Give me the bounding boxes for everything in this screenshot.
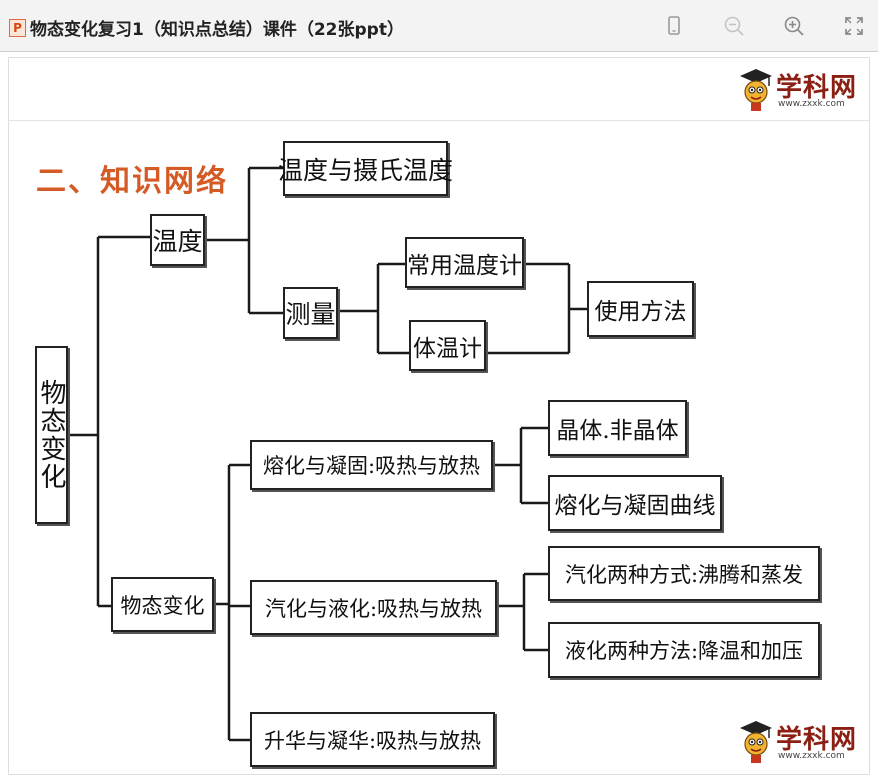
zoom-out-button[interactable] bbox=[720, 12, 748, 40]
node-vaporization-liquefaction: 汽化与液化:吸热与放热 bbox=[250, 580, 497, 635]
document-title: 物态变化复习1（知识点总结）课件（22张ppt） bbox=[30, 20, 404, 40]
watermark-url: www.zxxk.com bbox=[778, 751, 845, 761]
node-state-change: 物态变化 bbox=[111, 577, 214, 632]
zoom-in-button[interactable] bbox=[780, 12, 808, 40]
node-measurement: 测量 bbox=[283, 287, 338, 339]
node-melting-curve: 熔化与凝固曲线 bbox=[548, 475, 722, 531]
node-root-state-change: 物态变化 bbox=[35, 346, 68, 524]
node-melting-solidification: 熔化与凝固:吸热与放热 bbox=[250, 440, 493, 490]
node-vaporization-methods: 汽化两种方式:沸腾和蒸发 bbox=[548, 546, 820, 601]
watermark-url: www.zxxk.com bbox=[778, 99, 845, 109]
watermark-brand: 学科网 bbox=[776, 73, 858, 103]
zoom-out-icon bbox=[724, 16, 744, 36]
node-temperature: 温度 bbox=[150, 214, 205, 266]
watermark-brand: 学科网 bbox=[776, 725, 858, 755]
fullscreen-icon bbox=[845, 17, 863, 35]
zoom-in-icon bbox=[784, 16, 804, 36]
graduate-mascot-icon bbox=[740, 721, 772, 763]
node-common-thermometer: 常用温度计 bbox=[405, 237, 524, 288]
section-title: 二、知识网络 bbox=[36, 164, 228, 199]
title-bar: P 物态变化复习1（知识点总结）课件（22张ppt） bbox=[0, 0, 878, 52]
node-crystal-amorphous: 晶体.非晶体 bbox=[548, 400, 687, 456]
node-clinical-thermometer: 体温计 bbox=[409, 320, 486, 371]
mobile-phone-icon bbox=[668, 16, 680, 35]
ppt-file-icon: P bbox=[9, 19, 26, 37]
watermark-logo-top: 学科网 www.zxxk.com bbox=[736, 66, 866, 112]
node-usage-method: 使用方法 bbox=[587, 281, 694, 337]
mobile-view-button[interactable] bbox=[660, 12, 688, 40]
graduate-mascot-icon bbox=[740, 69, 772, 111]
slide-header-divider bbox=[8, 120, 870, 121]
node-temperature-celsius: 温度与摄氏温度 bbox=[278, 141, 453, 196]
watermark-logo-bottom: 学科网 www.zxxk.com bbox=[736, 718, 866, 764]
fullscreen-button[interactable] bbox=[840, 12, 868, 40]
node-liquefaction-methods: 液化两种方法:降温和加压 bbox=[548, 622, 820, 678]
node-sublimation-deposition: 升华与凝华:吸热与放热 bbox=[250, 712, 495, 767]
